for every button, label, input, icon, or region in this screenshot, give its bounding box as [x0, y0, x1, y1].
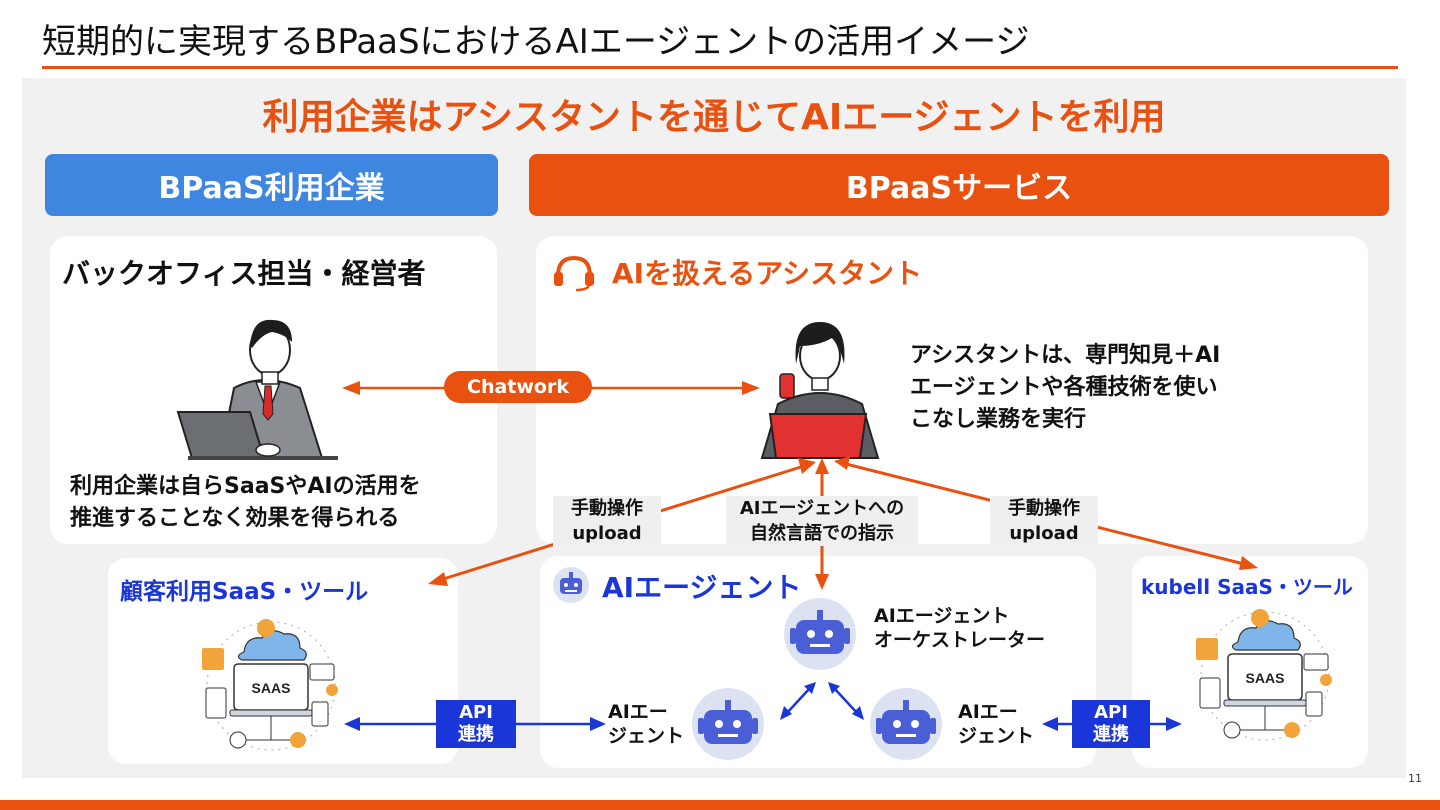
api-right-line2: 連携: [1093, 724, 1129, 745]
assistant-illustration: [760, 322, 880, 459]
kubell-saas-label: SAAS: [1246, 670, 1285, 686]
assistant-card-heading: AIを扱えるアシスタント: [612, 257, 923, 290]
saas-cloud-icon: SAAS: [202, 619, 338, 751]
assistant-card: [536, 236, 1368, 544]
manual-upload-tag-left: 手動操作 upload: [553, 496, 661, 546]
customer-saas-heading: 顧客利用SaaS・ツール: [120, 579, 369, 605]
kubell-saas-heading: kubell SaaS・ツール: [1141, 575, 1353, 599]
manual-upload-right-line1: 手動操作: [1008, 498, 1080, 519]
robot-icon: [553, 567, 589, 603]
assistant-desc-line2: エージェントや各種技術を使い: [910, 375, 1218, 400]
api-left-line1: API: [459, 702, 493, 723]
agent-right-label-line1: AIエー: [958, 701, 1018, 723]
ai-agent-heading: AIエージェント: [602, 571, 802, 604]
user-card-desc-line2: 推進することなく効果を得られる: [70, 506, 400, 531]
header-bpaas-user-company: BPaaS利用企業: [45, 154, 498, 216]
manual-upload-tag-right: 手動操作 upload: [990, 496, 1098, 546]
orchestrator-label-line2: オーケストレーター: [874, 629, 1046, 651]
page-title: 短期的に実現するBPaaSにおけるAIエージェントの活用イメージ: [42, 22, 1030, 62]
businessman-illustration: [176, 319, 338, 460]
customer-saas-card: [108, 558, 458, 764]
manual-upload-left-line2: upload: [572, 523, 642, 544]
instruction-line2: 自然言語での指示: [750, 523, 894, 544]
agent-right-label-line2: ジェント: [958, 725, 1035, 747]
user-card-heading: バックオフィス担当・経営者: [62, 257, 426, 290]
kubell-saas-cloud-icon: SAAS: [1196, 609, 1332, 741]
assistant-desc-line1: アシスタントは、専門知見＋AI: [910, 343, 1221, 368]
saas-label: SAAS: [252, 680, 291, 696]
agent-left-label-line2: ジェント: [608, 725, 685, 747]
orchestrator-label-line1: AIエージェント: [874, 605, 1010, 627]
footer-bar: [0, 800, 1440, 810]
headset-icon: [554, 255, 594, 292]
manual-upload-left-line1: 手動操作: [571, 498, 643, 519]
header-bpaas-service: BPaaSサービス: [529, 154, 1389, 216]
api-right-line1: API: [1094, 702, 1128, 723]
diagram-subtitle: 利用企業はアシスタントを通じてAIエージェントを利用: [262, 97, 1166, 138]
page-number: 11: [1408, 772, 1422, 785]
api-left-line2: 連携: [458, 724, 494, 745]
instruction-tag: AIエージェントへの 自然言語での指示: [726, 496, 918, 546]
api-link-left: API 連携: [436, 700, 516, 748]
chatwork-label: Chatwork: [444, 371, 592, 403]
api-link-right: API 連携: [1072, 700, 1150, 748]
assistant-desc-line3: こなし業務を実行: [910, 407, 1087, 432]
user-card-desc-line1: 利用企業は自らSaaSやAIの活用を: [70, 474, 421, 499]
title-underline: [42, 66, 1398, 69]
manual-upload-right-line2: upload: [1009, 523, 1079, 544]
instruction-line1: AIエージェントへの: [739, 498, 905, 519]
agent-left-label-line1: AIエー: [608, 701, 668, 723]
